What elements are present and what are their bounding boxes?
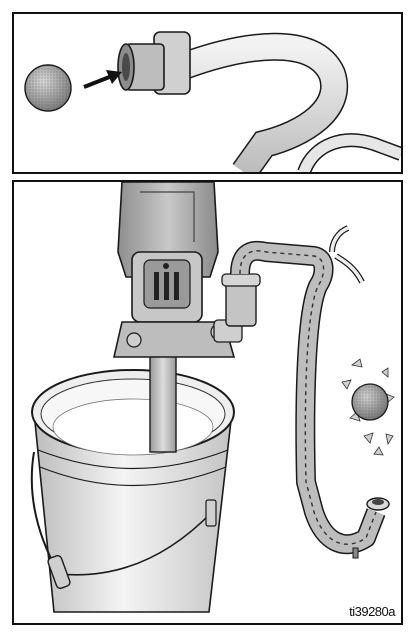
expelled-foam-ball-icon <box>352 384 388 420</box>
hose-fitting <box>118 32 190 94</box>
flush-ball-illustration <box>14 182 401 623</box>
bucket <box>32 370 234 612</box>
suction-tube <box>150 352 176 452</box>
detail-panel-insert-ball <box>12 12 403 174</box>
detail-panel-flush-ball: ti39280a <box>12 180 403 625</box>
insert-ball-illustration <box>14 14 401 172</box>
hose-loop <box>184 47 401 172</box>
hose-hanger-hook <box>332 228 362 282</box>
insertion-arrow-icon <box>84 70 122 87</box>
figure-id-label: ti39280a <box>349 604 395 619</box>
foam-cleaning-ball-icon <box>25 65 71 111</box>
